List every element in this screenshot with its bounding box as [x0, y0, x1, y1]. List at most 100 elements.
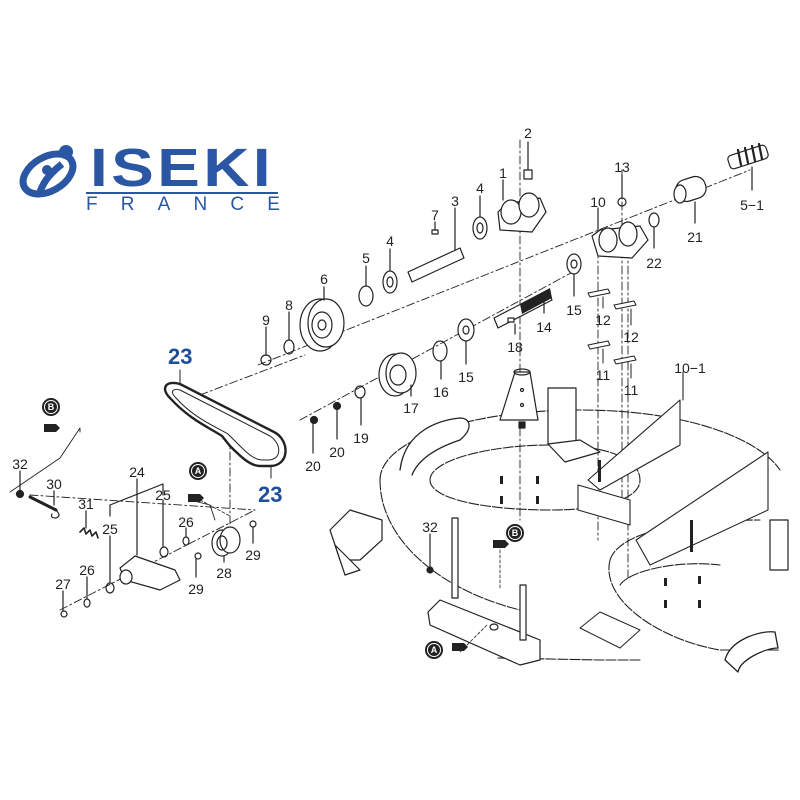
callout-32: 32 [12, 456, 28, 472]
part-8-washer [283, 311, 295, 355]
callout-12: 12 [623, 329, 639, 345]
brand-logo: ISEKI F R A N C E [18, 138, 280, 215]
part-20-nut-a [332, 401, 342, 440]
part-5-1-threaded-shaft [727, 142, 769, 191]
brand-divider [86, 192, 278, 194]
part-24-tension-arm [109, 478, 181, 591]
part-20-nut-b [309, 415, 319, 454]
callout-11: 11 [623, 382, 639, 398]
callout-6: 6 [320, 271, 328, 287]
callout-23-highlighted: 23 [168, 344, 193, 369]
callout-14: 14 [536, 319, 552, 335]
callout-21: 21 [687, 229, 703, 245]
part-21-sleeve [673, 175, 707, 224]
callout-10-1: 10−1 [674, 360, 706, 376]
brand-subtitle-letter: A [157, 194, 171, 215]
callout-19: 19 [353, 430, 369, 446]
callout-25: 25 [155, 487, 171, 503]
part-7-key [431, 221, 439, 235]
reference-marker-b: B [42, 398, 60, 416]
part-27-circlip [60, 590, 68, 618]
part-31-spring [79, 510, 99, 539]
callout-20: 20 [329, 444, 345, 460]
callout-23-highlighted: 23 [258, 482, 283, 507]
callout-15: 15 [458, 369, 474, 385]
part-30-hook-bolt [28, 490, 60, 519]
part-16-circlip [432, 340, 448, 380]
callout-22: 22 [646, 255, 662, 271]
brand-name: ISEKI [90, 138, 275, 198]
callout-28: 28 [216, 565, 232, 581]
callout-18: 18 [507, 339, 523, 355]
brand-subtitle: F R A N C E [86, 194, 280, 216]
part-32-nut-left [15, 470, 25, 499]
part-26-washer [83, 527, 190, 608]
callout-26: 26 [178, 514, 194, 530]
callout-5-1: 5−1 [740, 197, 764, 213]
callout-17: 17 [403, 400, 419, 416]
callout-5: 5 [362, 250, 370, 266]
callout-25: 25 [102, 521, 118, 537]
callout-32: 32 [422, 519, 438, 535]
callout-1: 1 [499, 165, 507, 181]
part-13-nut [617, 174, 627, 207]
callout-3: 3 [451, 193, 459, 209]
part-15-bearing-upper [566, 253, 582, 297]
part-15-bearing-lower [457, 318, 475, 365]
callout-11: 11 [595, 367, 611, 383]
brand-subtitle-letter: E [267, 194, 280, 215]
brand-subtitle-letter: F [86, 194, 98, 215]
callout-15: 15 [566, 302, 582, 318]
part-28-idler-pulley [211, 526, 241, 563]
bracket-pads [579, 611, 641, 649]
iseki-emblem-icon [19, 145, 77, 198]
part-17-pulley [378, 352, 417, 397]
part-5-circlip [358, 265, 374, 307]
callout-9: 9 [262, 312, 270, 328]
brand-subtitle-letter: R [120, 194, 135, 215]
callout-29: 29 [245, 547, 261, 563]
callout-30: 30 [46, 476, 62, 492]
callout-24: 24 [129, 464, 145, 480]
bracket-center [547, 387, 601, 463]
leader-lines-left [9, 427, 216, 521]
hitch-bracket-left [329, 509, 383, 576]
callout-13: 13 [614, 159, 630, 175]
part-10-housing [591, 207, 649, 259]
brand-subtitle-letter: C [230, 194, 245, 215]
part-10-1-baffle [577, 371, 769, 566]
hitch-bracket-front [426, 517, 541, 666]
part-29-circlip [194, 520, 257, 578]
blade-bolts [500, 460, 701, 608]
callout-20: 20 [305, 458, 321, 474]
callout-12: 12 [595, 312, 611, 328]
part-6-pulley [299, 286, 345, 352]
callout-27: 27 [55, 576, 71, 592]
callout-4: 4 [386, 233, 394, 249]
part-9-circlip [260, 326, 272, 366]
callout-10: 10 [590, 194, 606, 210]
part-4-bearing-lower [382, 248, 398, 294]
part-3-shaft [407, 207, 465, 283]
callout-7: 7 [431, 207, 439, 223]
flag-markers [44, 424, 509, 651]
callout-16: 16 [433, 384, 449, 400]
part-22-circlip [648, 212, 660, 249]
reference-marker-a: A [189, 462, 207, 480]
part-18-key [507, 317, 516, 335]
part-4-bearing-upper [472, 195, 488, 240]
part-23-v-belt [163, 369, 287, 479]
callout-2: 2 [524, 125, 532, 141]
part-25-bushing [105, 499, 169, 594]
bracket-right [769, 519, 789, 571]
callout-8: 8 [285, 297, 293, 313]
spindle-mount-center [499, 368, 539, 429]
callout-29: 29 [188, 581, 204, 597]
part-11-12-clips [587, 288, 637, 379]
callout-31: 31 [78, 496, 94, 512]
callout-4: 4 [476, 180, 484, 196]
reference-marker-b: B [506, 524, 524, 542]
deck-handle-left [399, 417, 470, 476]
